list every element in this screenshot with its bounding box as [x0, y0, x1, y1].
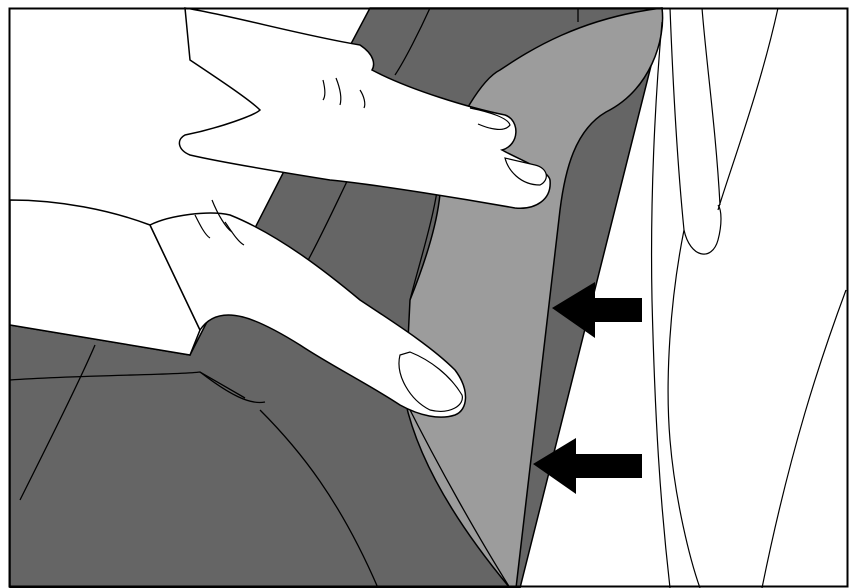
- seat-seam-1: [394, 7, 431, 76]
- hand-finger-bottom: [149, 212, 467, 418]
- drape-line-4: [717, 7, 779, 211]
- finger-top-knuckle-2: [335, 77, 342, 106]
- drape-line-6: [761, 289, 847, 588]
- seat-seam-9: [404, 399, 511, 588]
- drape-line-1: [650, 21, 671, 588]
- fingernail-bottom: [398, 351, 463, 412]
- drape-line-5: [667, 229, 701, 588]
- finger-bottom-knuckle-3: [224, 221, 245, 246]
- drape-line-2: [669, 7, 685, 231]
- frame-border: [8, 7, 849, 588]
- seat-seam-6: [19, 344, 96, 501]
- finger-top-knuckle-3: [359, 89, 366, 109]
- hand-finger-top: [178, 7, 551, 209]
- finger-top-knuckle-1: [322, 79, 326, 101]
- fingernail-top-2: [469, 107, 511, 130]
- finger-bottom-knuckle-1: [194, 214, 211, 239]
- arrow-lower: [533, 438, 642, 494]
- seat-seam-5: [9, 371, 246, 399]
- fingernail-top: [504, 157, 547, 186]
- arrow-upper: [552, 282, 642, 338]
- drape-fold: [683, 204, 722, 255]
- seat-seam-7: [259, 409, 379, 588]
- drape-line-3: [701, 7, 721, 206]
- seat-seam-8: [199, 371, 266, 404]
